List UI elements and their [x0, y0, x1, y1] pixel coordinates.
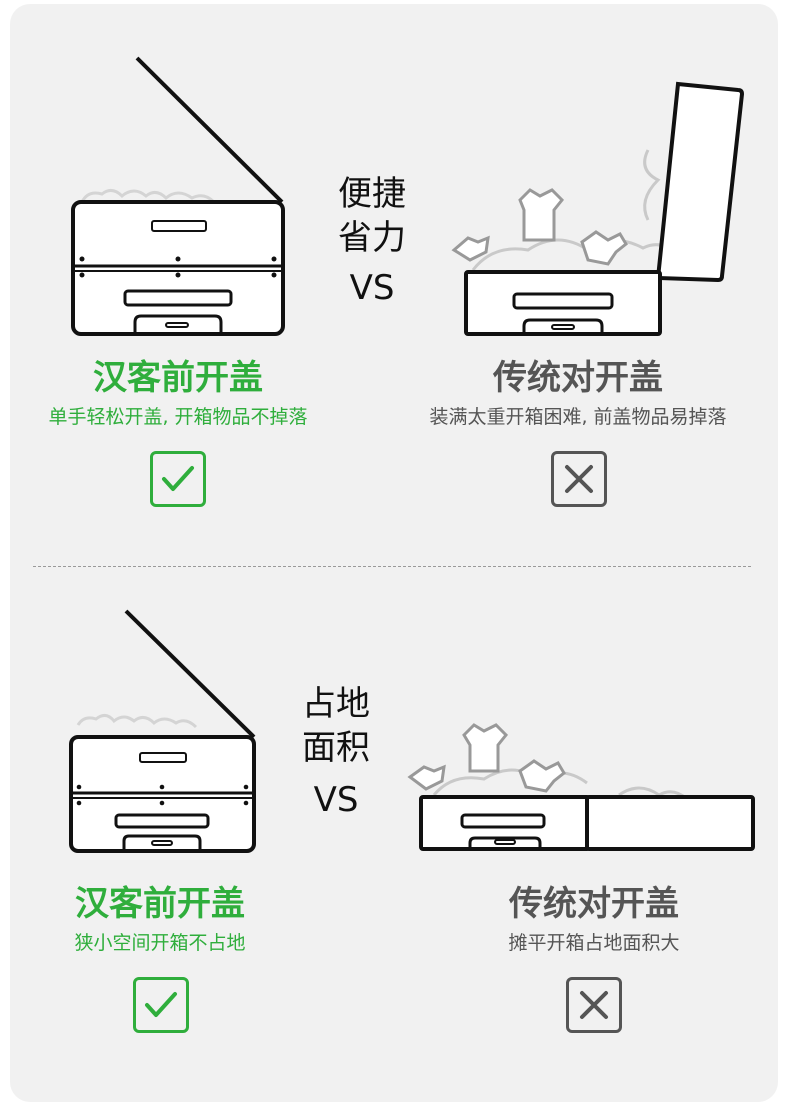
section-1-check-box — [150, 451, 206, 507]
section-1-label-line-1: 便捷 — [338, 174, 406, 214]
section-2-right-title: 传统对开盖 — [509, 884, 679, 924]
section-1-left-subtitle: 单手轻松开盖, 开箱物品不掉落 — [48, 406, 308, 428]
section-1-right-title: 传统对开盖 — [493, 358, 663, 398]
section-1-right-subtitle: 装满太重开箱困难, 前盖物品易掉落 — [429, 406, 727, 428]
check-icon — [162, 466, 194, 491]
section-2-label-line-1: 占地 — [302, 684, 370, 724]
close-icon — [565, 465, 593, 493]
front-open-box-illustration — [71, 56, 285, 336]
comparison-card — [10, 4, 778, 1102]
traditional-box-illustration — [407, 723, 755, 851]
close-icon — [580, 991, 608, 1019]
section-2-left-subtitle: 狭小空间开箱不占地 — [74, 932, 246, 954]
section-1-left-title: 汉客前开盖 — [93, 358, 263, 398]
section-divider — [33, 566, 751, 567]
section-2-left-title: 汉客前开盖 — [75, 884, 245, 924]
section-2-check-box — [133, 977, 189, 1033]
check-icon — [145, 992, 177, 1017]
section-2-vs: VS — [313, 780, 359, 820]
front-open-box-illustration — [69, 609, 256, 853]
traditional-box-illustration — [451, 81, 745, 336]
section-1-vs: VS — [349, 268, 395, 308]
section-2-right-subtitle: 摊平开箱占地面积大 — [508, 932, 680, 954]
section-1-cross-box — [551, 451, 607, 507]
section-2-cross-box — [566, 977, 622, 1033]
section-1-label-line-2: 省力 — [338, 218, 406, 258]
section-2-label-line-2: 面积 — [302, 728, 370, 768]
